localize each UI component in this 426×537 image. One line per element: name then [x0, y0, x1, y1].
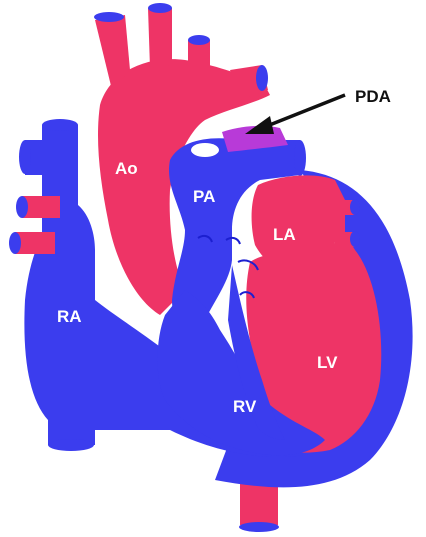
- arrow-icon: [245, 95, 345, 134]
- label-right-atrium: RA: [57, 307, 82, 326]
- label-left-ventricle: LV: [317, 353, 338, 372]
- label-pda: PDA: [355, 87, 391, 106]
- label-left-atrium: LA: [273, 225, 296, 244]
- label-pulmonary-artery: PA: [193, 187, 215, 206]
- label-right-ventricle: RV: [233, 397, 257, 416]
- descending-aorta: [239, 480, 279, 532]
- label-aorta: Ao: [115, 159, 138, 178]
